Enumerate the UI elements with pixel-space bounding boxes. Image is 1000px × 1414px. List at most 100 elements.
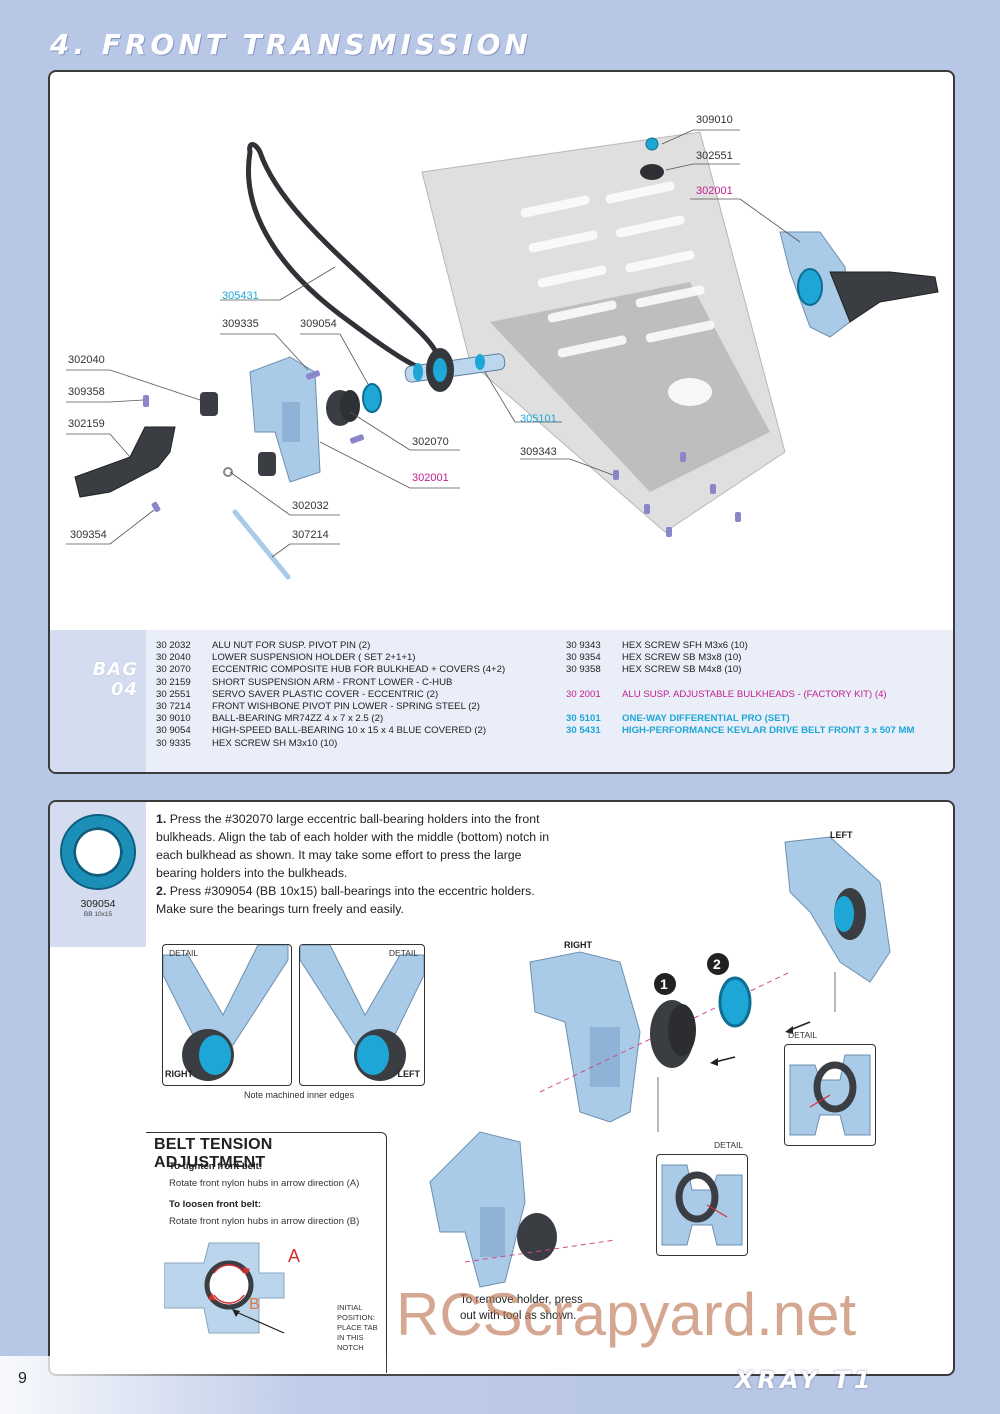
initial-position-note: INITIAL POSITION: PLACE TAB IN THIS NOTC… <box>337 1303 386 1353</box>
part-row: 30 2001 ALU SUSP. ADJUSTABLE BULKHEADS - … <box>566 689 914 701</box>
leader-lines <box>66 129 801 558</box>
part-code: 30 5431 <box>566 725 601 737</box>
callout-302040: 302040 <box>68 354 105 366</box>
page-number: 9 <box>18 1370 27 1387</box>
callout-302001-mid: 302001 <box>412 472 449 484</box>
part-desc: ECCENTRIC COMPOSITE HUB FOR BULKHEAD + C… <box>212 664 506 676</box>
bag-label: BAG 04 <box>93 660 138 700</box>
bearing <box>362 383 382 413</box>
remove-holder-text: To remove holder, press out with tool as… <box>460 1294 583 1322</box>
bulkhead-left <box>249 356 321 483</box>
part-desc: HIGH-PERFORMANCE KEVLAR DRIVE BELT FRONT… <box>622 725 915 737</box>
part-desc: SHORT SUSPENSION ARM - FRONT LOWER - C-H… <box>212 676 453 688</box>
part-row: 30 7214 FRONT WISHBONE PIVOT PIN LOWER - … <box>156 701 505 713</box>
callout-305101: 305101 <box>520 413 557 425</box>
thumbnail-part-number: 309054 <box>80 898 116 910</box>
thumbnail-part-size: BB 10x15 <box>83 911 113 918</box>
watermark: RCScrapyard.net <box>396 1281 857 1348</box>
suspension-holder <box>200 392 218 416</box>
callout-309354: 309354 <box>70 529 107 541</box>
brand-logo: XRAY T1 <box>735 1366 875 1394</box>
part-desc: FRONT WISHBONE PIVOT PIN LOWER - SPRING … <box>212 701 480 713</box>
part-code: 30 9010 <box>156 713 191 725</box>
left-label: LEFT <box>397 1069 421 1079</box>
label-a: A <box>288 1246 301 1266</box>
chassis-plate <box>421 131 786 533</box>
callout-302032: 302032 <box>292 500 329 512</box>
part-desc: HEX SCREW SB M3x8 (10) <box>622 652 742 664</box>
part-row: 30 9054 HIGH-SPEED BALL-BEARING 10 x 15 x… <box>156 725 505 737</box>
part-code: 30 2070 <box>156 664 191 676</box>
footer-swoosh <box>0 1356 1000 1414</box>
part-desc: HIGH-SPEED BALL-BEARING 10 x 15 x 4 BLUE… <box>212 725 487 737</box>
part-code: 30 9335 <box>156 737 191 749</box>
part-desc: ALU SUSP. ADJUSTABLE BULKHEADS - (FACTOR… <box>622 688 887 700</box>
part-desc: SERVO SAVER PLASTIC COVER - ECCENTRIC (2… <box>212 688 439 700</box>
part-desc: LOWER SUSPENSION HOLDER ( SET 2+1+1) <box>212 652 416 664</box>
detail-box-tab-right <box>656 1154 748 1256</box>
initial-position-line1: INITIAL POSITION: <box>337 1303 375 1322</box>
initial-position-line2: PLACE TAB <box>337 1323 378 1332</box>
part-code: 30 2040 <box>156 652 191 664</box>
label-b: B <box>249 1296 260 1313</box>
part-row: 30 2551 SERVO SAVER PLASTIC COVER - ECCEN… <box>156 689 505 701</box>
part-row: 30 9343 HEX SCREW SFH M3x6 (10) <box>566 640 914 652</box>
part-row: 30 9010 BALL-BEARING MR74ZZ 4 x 7 x 2.5 (… <box>156 713 505 725</box>
initial-position-line3: IN THIS NOTCH <box>337 1333 364 1352</box>
tighten-text: Rotate front nylon hubs in arrow directi… <box>169 1178 360 1189</box>
part-code: 30 7214 <box>156 701 191 713</box>
part-row: 30 9335 HEX SCREW SH M3x10 (10) <box>156 738 505 750</box>
detail-left-drawing <box>300 945 424 1081</box>
suspension-holder-lower <box>258 452 276 476</box>
step1-text: Press the #302070 large eccentric ball-b… <box>156 812 550 880</box>
callout-302001-top: 302001 <box>696 185 733 197</box>
part-code: 30 9343 <box>566 640 601 651</box>
tighten-heading: To tighten front belt: <box>169 1161 263 1172</box>
step1-number: 1. <box>156 812 167 826</box>
screws <box>143 370 741 537</box>
detail-right-drawing <box>163 945 289 1081</box>
pivot-pin <box>232 509 291 580</box>
step2-text: Press #309054 (BB 10x15) ball-bearings i… <box>156 884 535 916</box>
detail-box-left: DETAIL LEFT <box>299 944 425 1086</box>
part-desc: HEX SCREW SFH M3x6 (10) <box>622 640 748 651</box>
step2-number: 2. <box>156 884 167 898</box>
part-code: 30 9054 <box>156 725 191 737</box>
callout-309358: 309358 <box>68 386 105 398</box>
bag-label-line2: 04 <box>110 679 138 700</box>
callout-302070: 302070 <box>412 436 449 448</box>
bearing-icon <box>62 816 134 888</box>
removal-drawing <box>429 1131 616 1288</box>
note-inner-edges: Note machined inner edges <box>244 1090 355 1100</box>
part-code: 30 2001 <box>566 688 601 700</box>
bag-box: BAG 04 <box>50 630 146 772</box>
part-code: 30 2551 <box>156 688 191 700</box>
part-desc: BALL-BEARING MR74ZZ 4 x 7 x 2.5 (2) <box>212 713 384 725</box>
exploded-diagram <box>66 129 939 580</box>
part-code: 30 9358 <box>566 664 601 676</box>
detail-box-right: DETAIL RIGHT <box>162 944 292 1086</box>
detail-tab-left-drawing <box>789 1054 871 1136</box>
step-text: 1. Press the #302070 large eccentric bal… <box>156 810 556 918</box>
assembly-drawing <box>529 836 891 1132</box>
loosen-text: Rotate front nylon hubs in arrow directi… <box>169 1216 360 1227</box>
right-label: RIGHT <box>165 1069 193 1079</box>
bag-label-line1: BAG <box>92 659 138 680</box>
step-marker-2: 2 <box>713 956 721 972</box>
part-desc: HEX SCREW SH M3x10 (10) <box>212 737 338 749</box>
callout-305431: 305431 <box>222 290 259 302</box>
part-thumbnail: 309054 BB 10x15 <box>50 802 146 947</box>
part-row: 30 5431 HIGH-PERFORMANCE KEVLAR DRIVE BEL… <box>566 725 914 737</box>
part-code: 30 2032 <box>156 640 191 651</box>
callout-309343: 309343 <box>520 446 557 458</box>
callout-309010: 309010 <box>696 114 733 126</box>
detail-box-tab-left <box>784 1044 876 1146</box>
